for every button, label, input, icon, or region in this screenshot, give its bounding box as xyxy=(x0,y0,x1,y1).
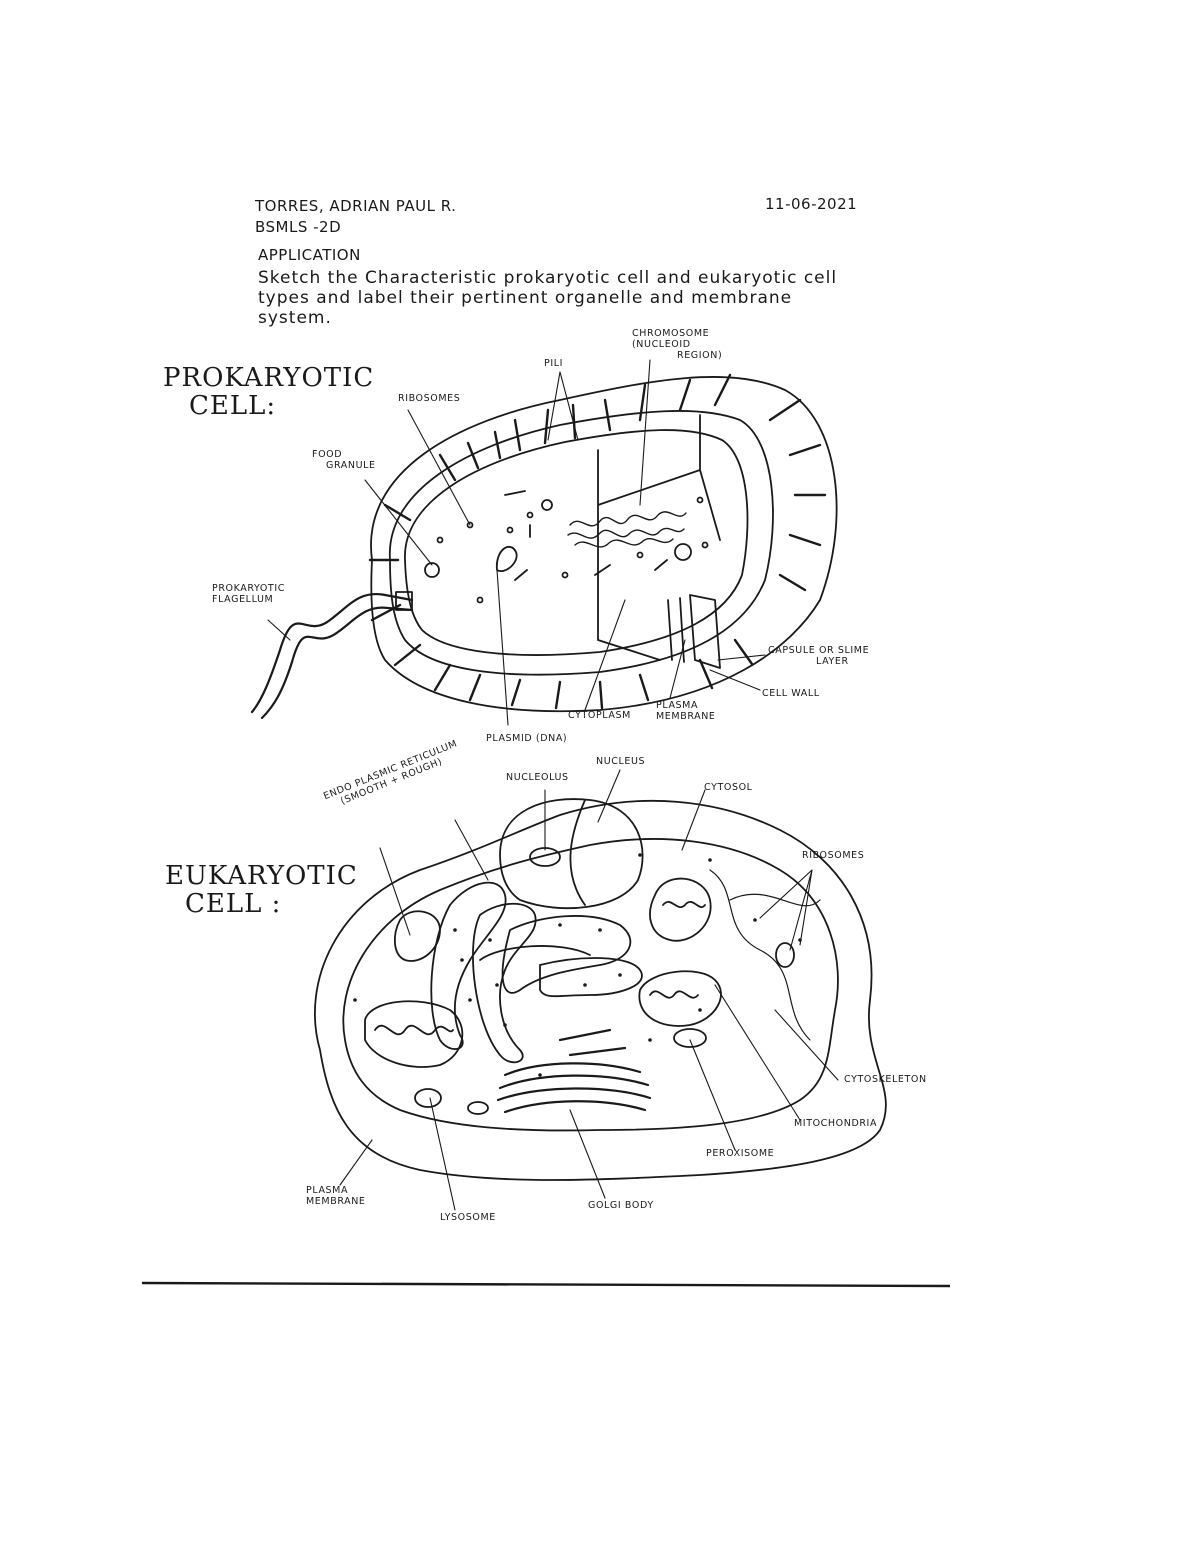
label-cytosol: CYTOSOL xyxy=(704,782,753,793)
label-chromosome-line-1: CHROMOSOME xyxy=(632,328,710,339)
pili xyxy=(370,375,825,708)
nucleolus xyxy=(530,848,560,866)
label-plasma-membrane-eukaryote: PLASMA MEMBRANE xyxy=(306,1185,366,1207)
prokaryotic-title-line-1: PROKARYOTIC xyxy=(163,363,375,393)
eukaryote-plasma-membrane xyxy=(315,801,886,1180)
label-peroxisome: PEROXISOME xyxy=(706,1148,775,1159)
vesicle xyxy=(776,943,794,967)
label-cytoskeleton: CYTOSKELETON xyxy=(844,1074,927,1085)
instructions-heading: APPLICATION xyxy=(258,246,361,264)
eukaryotic-title: EUKARYOTIC CELL : xyxy=(165,862,358,918)
label-nucleolus: NUCLEOLUS xyxy=(506,772,569,783)
label-food-granule-line-2: GRANULE xyxy=(326,460,376,471)
golgi-body xyxy=(498,1030,650,1112)
eukaryote-leader-lines xyxy=(340,770,838,1210)
lysosome xyxy=(415,1089,441,1107)
label-capsule-line-1: CAPSULE OR SLIME xyxy=(768,645,870,656)
label-capsule-line-2: LAYER xyxy=(816,656,849,667)
label-plasma-membrane-prokaryote-line-1: PLASMA xyxy=(656,700,699,711)
label-plasmid: PLASMID (DNA) xyxy=(486,733,568,744)
nucleoid-dna xyxy=(568,512,686,547)
prokaryote-cell-wall xyxy=(390,411,773,675)
label-food-granule: FOOD GRANULE xyxy=(312,449,376,471)
label-cell-wall: CELL WALL xyxy=(762,688,820,699)
label-ribosomes-prokaryote: RIBOSOMES xyxy=(398,393,461,404)
label-chromosome: CHROMOSOME (NUCLEOID REGION) xyxy=(632,328,722,361)
prokaryote-leader-lines xyxy=(268,360,765,725)
prokaryote-ribosomes xyxy=(438,491,708,603)
prokaryotic-cell-drawing xyxy=(252,360,837,725)
plasmid-loop xyxy=(497,547,517,571)
label-golgi-body: GOLGI BODY xyxy=(588,1200,654,1211)
food-granule xyxy=(425,563,439,577)
label-lysosome: LYSOSOME xyxy=(440,1212,496,1223)
label-chromosome-line-2: (NUCLEOID xyxy=(632,339,691,350)
label-plasma-membrane-prokaryote-line-2: MEMBRANE xyxy=(656,711,716,722)
eukaryotic-cell-drawing xyxy=(315,770,886,1210)
mitochondria xyxy=(365,879,721,1067)
label-cytoplasm: CYTOPLASM xyxy=(568,710,631,721)
prokaryote-layer-bands xyxy=(668,595,720,668)
prokaryotic-title: PROKARYOTIC CELL: xyxy=(163,364,374,420)
instructions-line-3: system. xyxy=(258,308,332,328)
worksheet-date: 11-06-2021 xyxy=(765,195,858,213)
nucleus xyxy=(500,799,643,908)
label-flagellum: PROKARYOTIC FLAGELLUM xyxy=(212,583,285,605)
peroxisome xyxy=(674,1029,706,1047)
instructions-line-2: types and label their pertinent organell… xyxy=(258,288,793,308)
prokaryote-plasma-membrane xyxy=(405,430,748,655)
label-pili: PILI xyxy=(544,358,564,369)
student-section: BSMLS -2D xyxy=(255,218,342,236)
label-flagellum-line-1: PROKARYOTIC xyxy=(212,583,285,594)
er-ribosome-dots xyxy=(353,853,802,1077)
label-plasma-membrane-eukaryote-line-2: MEMBRANE xyxy=(306,1196,366,1207)
label-mitochondria: MITOCHONDRIA xyxy=(794,1118,878,1129)
eukaryotic-title-line-2: CELL : xyxy=(185,889,282,919)
label-plasma-membrane-prokaryote: PLASMA MEMBRANE xyxy=(656,700,716,722)
label-food-granule-line-1: FOOD xyxy=(312,449,343,460)
eukaryotic-title-line-1: EUKARYOTIC xyxy=(165,861,358,891)
prokaryotic-title-line-2: CELL: xyxy=(189,391,277,421)
instructions-line-1: Sketch the Characteristic prokaryotic ce… xyxy=(258,268,838,288)
label-capsule: CAPSULE OR SLIME LAYER xyxy=(768,645,869,667)
label-ribosomes-eukaryote: RIBOSOMES xyxy=(802,850,865,861)
label-nucleus: NUCLEUS xyxy=(596,756,646,767)
label-chromosome-line-3: REGION) xyxy=(677,350,723,361)
label-flagellum-line-2: FLAGELLUM xyxy=(212,594,274,605)
prokaryotic-flagellum xyxy=(252,594,412,718)
label-plasma-membrane-eukaryote-line-1: PLASMA xyxy=(306,1185,349,1196)
cytoskeleton-fibers xyxy=(710,870,820,1040)
bottom-rule xyxy=(142,1283,950,1286)
eukaryote-cytoplasm-boundary xyxy=(343,839,838,1130)
student-name: TORRES, ADRIAN PAUL R. xyxy=(255,197,457,215)
prokaryote-capsule xyxy=(371,377,837,711)
